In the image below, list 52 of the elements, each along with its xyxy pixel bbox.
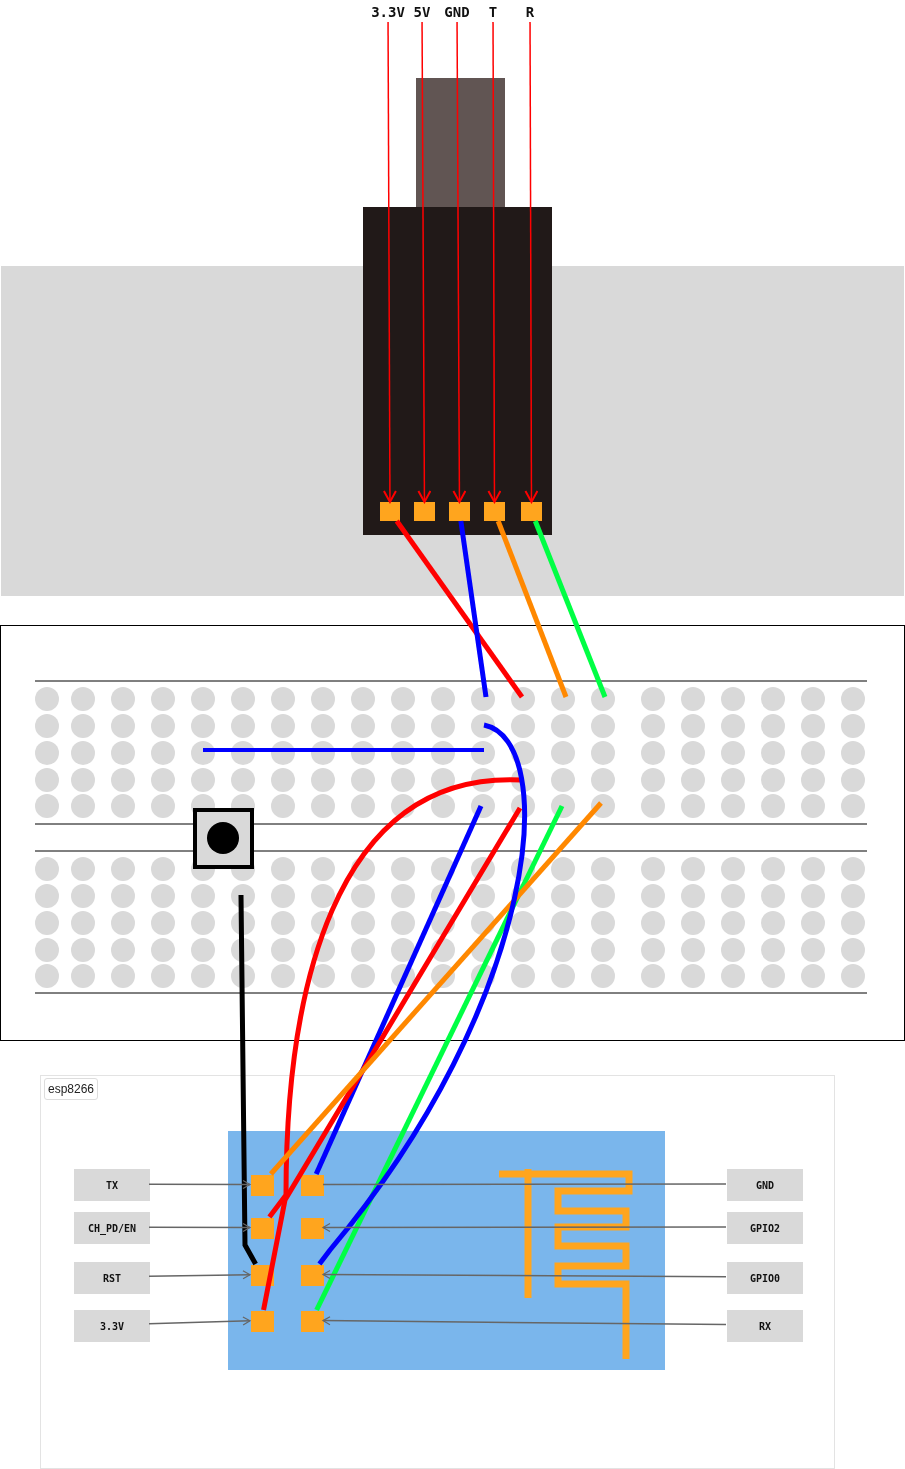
- pin-pad: [449, 502, 470, 521]
- pin-label: GPIO0: [727, 1262, 803, 1294]
- pin-label: 3.3V: [74, 1310, 150, 1342]
- pin-pad: [251, 1311, 274, 1332]
- module-panel: [40, 1075, 835, 1469]
- jumper-wire: [314, 804, 565, 1312]
- pin-label: 5V: [410, 2, 434, 22]
- jumper-wire: [317, 722, 527, 1266]
- pin-label: T: [484, 2, 502, 22]
- arrow: [487, 21, 502, 503]
- arrow: [322, 1222, 727, 1233]
- usb-serial-adapter: [363, 207, 552, 535]
- jumper-wire: [495, 520, 569, 698]
- pin-label: RX: [727, 1310, 803, 1342]
- pin-pad: [301, 1218, 324, 1239]
- arrow: [148, 1316, 251, 1326]
- arrow: [417, 21, 432, 503]
- pin-pad: [251, 1218, 274, 1239]
- pin-pad: [251, 1175, 274, 1196]
- pin-label: 3.3V: [368, 2, 408, 22]
- arrow: [322, 1316, 727, 1326]
- jumper-wire: [261, 806, 523, 1311]
- jumper-wire: [268, 801, 603, 1176]
- pin-label: TX: [74, 1169, 150, 1201]
- arrow: [524, 21, 539, 503]
- pin-pad: [301, 1175, 324, 1196]
- breadboard: [0, 625, 905, 1041]
- arrow: [148, 1270, 251, 1280]
- pin-label: CH_PD/EN: [74, 1212, 150, 1244]
- arrow: [148, 1179, 251, 1190]
- arrow: [452, 21, 467, 503]
- pin-pad: [521, 502, 542, 521]
- jumper-wire: [238, 894, 258, 1266]
- panel-title: esp8266: [44, 1078, 99, 1100]
- pin-pad: [380, 502, 400, 521]
- pin-pad: [484, 502, 505, 521]
- pin-label: GND: [442, 2, 472, 22]
- pin-label: GPIO2: [727, 1212, 803, 1244]
- arrow: [382, 21, 397, 503]
- pin-pad: [301, 1265, 324, 1286]
- jumper-wire: [458, 520, 489, 698]
- pin-pad: [414, 502, 435, 521]
- arrow: [148, 1222, 251, 1233]
- pin-label: RST: [74, 1262, 150, 1294]
- pin-label: R: [521, 2, 539, 22]
- pin-label: GND: [727, 1169, 803, 1201]
- jumper-wire: [532, 520, 608, 698]
- jumper-wire: [313, 804, 484, 1176]
- connector-line: [322, 1183, 727, 1186]
- pin-pad: [301, 1311, 324, 1332]
- esp-board: [228, 1131, 665, 1370]
- arrow: [322, 1270, 727, 1280]
